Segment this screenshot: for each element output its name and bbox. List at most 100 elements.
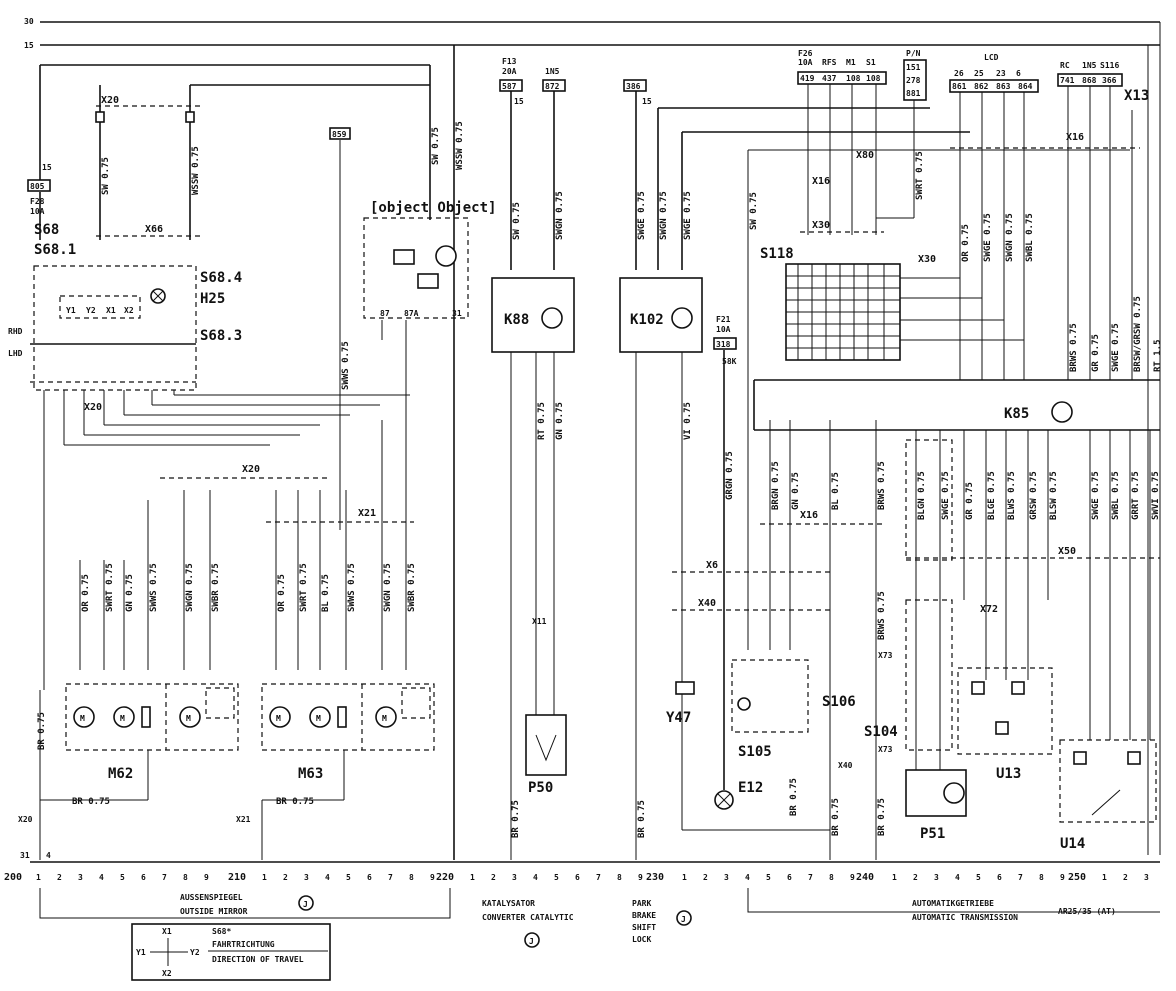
direction-legend: S68* FAHRTRICHTUNG DIRECTION OF TRAVEL X… <box>131 923 331 981</box>
ruler-digit: 9 <box>1060 873 1065 882</box>
e12-label: E12 <box>738 780 763 796</box>
svg-text:M: M <box>316 714 321 723</box>
wire-label: VI 0.75 <box>683 402 693 440</box>
mirror-harness: X20 X21 OR 0.75 SWRT 0.75 GN 0.75 SWWS 0… <box>43 340 417 690</box>
pn-l2: 278 <box>906 76 921 85</box>
k88-label: K88 <box>504 312 529 328</box>
s68-y2: Y2 <box>86 306 96 315</box>
k88-amp: 20A <box>502 67 517 76</box>
rc-l0: RC <box>1060 61 1070 70</box>
wire-label: WSSW 0.75 <box>191 146 201 195</box>
motor-grounds: BR 0.75 BR 0.75 BR 0.75 X20 X21 31 4 <box>18 690 345 860</box>
ruler-digit: 7 <box>162 873 167 882</box>
wire-label: BLSW 0.75 <box>1049 471 1059 520</box>
motor-m62: M M M M62 <box>65 683 239 782</box>
rhd-label: RHD <box>8 327 23 336</box>
tcu-k85: K85 BLGN 0.75 SWGE 0.75 GR 0.75 BLGE 0.7… <box>753 379 1161 775</box>
connector-x20d: X20 <box>18 815 33 824</box>
wire-label: SWBR 0.75 <box>407 563 417 612</box>
ruler-digit: 9 <box>638 873 643 882</box>
ruler-digit: 1 <box>682 873 687 882</box>
wire-label: BR 0.75 <box>877 798 887 836</box>
s105-label: S105 <box>738 744 772 760</box>
caption-park-3: SHIFT <box>632 923 656 932</box>
connector-x16b: X16 <box>1066 132 1084 143</box>
ruler-digit: 3 <box>304 873 309 882</box>
s118-label: S118 <box>760 246 794 262</box>
wire-label: SWGN 0.75 <box>185 563 195 612</box>
p50-sensor <box>525 714 567 776</box>
f26-l7: S1 <box>866 58 876 67</box>
ruler-digit: 2 <box>57 873 62 882</box>
k85-label: K85 <box>1004 406 1029 422</box>
wire-label: SWGE 0.75 <box>983 213 993 262</box>
ground-31: 31 <box>20 851 30 860</box>
f26-l5: M1 <box>846 58 856 67</box>
wire-label: GR 0.75 <box>1091 334 1101 372</box>
f21-l1: 10A <box>716 325 731 334</box>
wire-label: BR 0.75 <box>637 800 647 838</box>
svg-text:87A: 87A <box>404 309 419 318</box>
supply-rails: 30 15 <box>24 17 1161 855</box>
f26-l0: F26 <box>798 49 813 58</box>
ruler-digit: 4 <box>745 873 750 882</box>
lcd-n1: 25 <box>974 69 984 78</box>
svg-text:M: M <box>186 714 191 723</box>
wire-label: WSSW 0.75 <box>455 121 465 170</box>
wire-label: OR 0.75 <box>961 224 971 262</box>
ruler-digit: 8 <box>1039 873 1044 882</box>
legend-en: DIRECTION OF TRAVEL <box>212 955 304 964</box>
ruler-digit: 2 <box>1123 873 1128 882</box>
ruler-digit: 8 <box>183 873 188 882</box>
fuse-f28: 15 805 F28 10A <box>27 64 430 240</box>
fuse-box <box>27 179 51 192</box>
wire-label: SW 0.75 <box>101 157 111 195</box>
connector-x6: X6 <box>706 560 718 571</box>
connector-x21b: X21 <box>236 815 251 824</box>
u13-label: U13 <box>996 766 1021 782</box>
ruler-digit: 3 <box>934 873 939 882</box>
ruler-digit: 9 <box>204 873 209 882</box>
wire-label: GN 0.75 <box>125 574 135 612</box>
ruler-digit: 8 <box>617 873 622 882</box>
ruler-digit: 6 <box>141 873 146 882</box>
lamp-h25-label: H25 <box>200 291 225 307</box>
connector-x20c: X20 <box>242 464 260 475</box>
caption-park-2: BRAKE <box>632 911 656 920</box>
ruler-digit: 4 <box>325 873 330 882</box>
wire-label: SW 0.75 <box>431 127 441 165</box>
wire-label: SWGN 0.75 <box>555 191 565 240</box>
svg-text:M: M <box>382 714 387 723</box>
ruler-digit: 8 <box>829 873 834 882</box>
ruler-digit: 6 <box>575 873 580 882</box>
wire-label: SWGN 0.75 <box>659 191 669 240</box>
wire-label: SWBR 0.75 <box>211 563 221 612</box>
k88-term: 15 <box>514 97 524 106</box>
wire-label: BR 0.75 <box>276 797 314 807</box>
k88-n-label: 1N5 <box>545 67 560 76</box>
caption-auto-de: AUTOMATIKGETRIEBE <box>912 899 994 908</box>
ruler-250: 250 <box>1068 872 1086 883</box>
ruler-digit: 3 <box>1144 873 1149 882</box>
ruler-240: 240 <box>856 872 874 883</box>
wire-label: SWWS 0.75 <box>347 563 357 612</box>
m63-label: M63 <box>298 766 323 782</box>
wire-label: BL 0.75 <box>321 574 331 612</box>
k88-fuse-id: 587 <box>502 82 517 91</box>
legend-x2: X2 <box>162 969 172 978</box>
fuse-name: F28 <box>30 197 45 206</box>
wire-label: SWGN 0.75 <box>1005 213 1015 262</box>
ruler-digit: 1 <box>470 873 475 882</box>
caption-park-4: LOCK <box>632 935 651 944</box>
ruler-digit: 2 <box>703 873 708 882</box>
ruler-digit: 8 <box>409 873 414 882</box>
s68-y1: Y1 <box>66 306 76 315</box>
caption-mirror-en: OUTSIDE MIRROR <box>180 907 248 916</box>
connector-x16: X16 <box>800 510 818 521</box>
ruler-digit: 6 <box>997 873 1002 882</box>
connector-x73b: X73 <box>878 745 893 754</box>
s104-label: S104 <box>864 724 898 740</box>
ruler-digit: 4 <box>99 873 104 882</box>
rc-l5: 366 <box>1102 76 1117 85</box>
